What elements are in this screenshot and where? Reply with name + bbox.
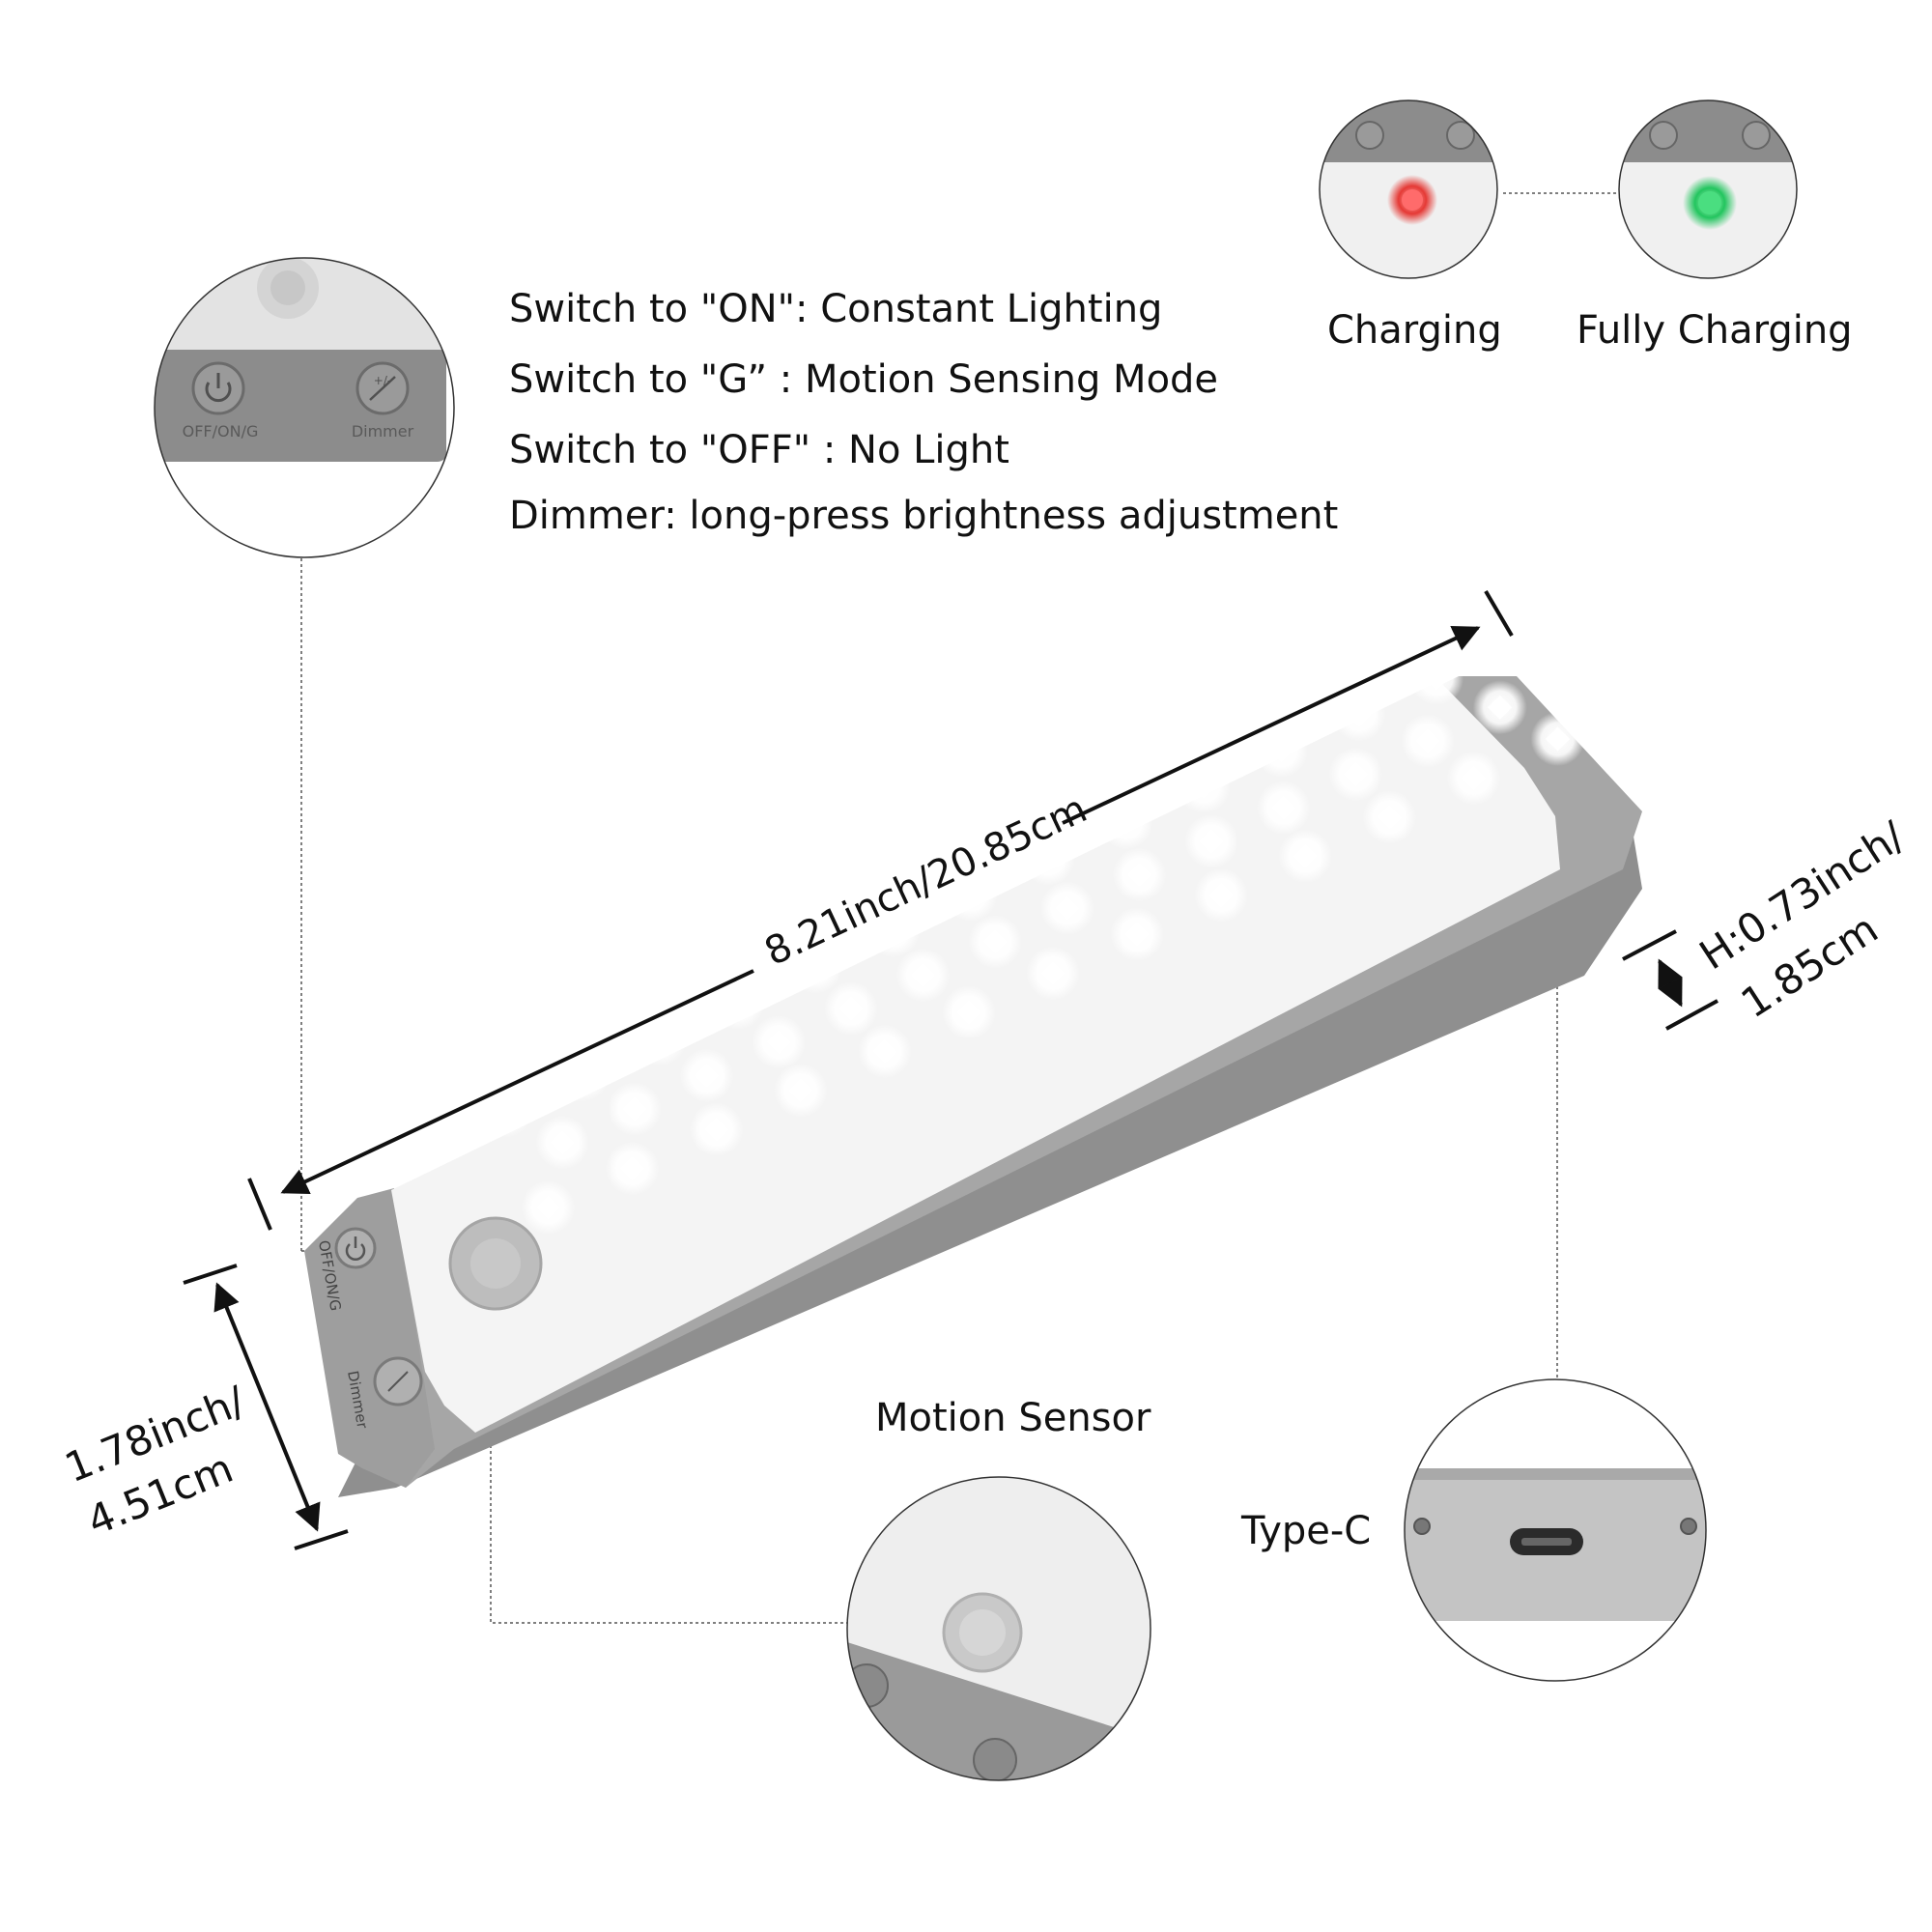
height-dimension	[1622, 929, 1719, 1031]
height-tick-top	[1622, 929, 1677, 961]
sensor-zoom-circle	[846, 1476, 1151, 1781]
length-arrow-right	[1062, 626, 1481, 825]
led-chip	[803, 953, 828, 980]
width-tick-top	[183, 1264, 238, 1285]
typec-label: Type-C	[1241, 1509, 1372, 1553]
bar-dimmer-button	[373, 1356, 423, 1406]
charging-label: Charging	[1327, 308, 1502, 353]
bar-motion-sensor	[448, 1216, 543, 1311]
led-chip	[910, 962, 936, 988]
led-chip	[958, 882, 983, 907]
height-tick-bottom	[1665, 999, 1719, 1031]
length-arrow-left	[280, 969, 754, 1194]
length-tick-left	[247, 1178, 272, 1231]
led-array	[477, 615, 1585, 1235]
full-charge-label: Fully Charging	[1577, 308, 1853, 353]
width-dimension	[183, 1264, 349, 1550]
instruction-on: Switch to "ON": Constant Lighting	[509, 287, 1163, 331]
height-arrow	[1658, 958, 1683, 1008]
zoom-dimmer-symbol: +/-	[374, 374, 391, 387]
led-panel	[391, 681, 1560, 1433]
width-arrow	[213, 1282, 321, 1532]
instruction-off: Switch to "OFF" : No Light	[509, 428, 1009, 472]
charging-zoom-circle	[1319, 99, 1498, 279]
width-tick-bottom	[294, 1529, 349, 1550]
length-tick-right	[1484, 589, 1514, 638]
end-cap-left	[304, 1188, 435, 1488]
typec-zoom-circle	[1404, 1378, 1707, 1682]
zoom-switch-label: OFF/ON/G	[183, 422, 259, 440]
bar-switch-button	[334, 1227, 377, 1269]
full-charge-zoom-circle	[1618, 99, 1798, 279]
zoom-dimmer-label: Dimmer	[352, 422, 414, 440]
switch-zoom-circle: +/- OFF/ON/G Dimmer	[154, 257, 455, 558]
motion-sensor-label: Motion Sensor	[875, 1396, 1151, 1440]
instruction-dimmer: Dimmer: long-press brightness adjustment	[509, 494, 1339, 538]
led-chip	[880, 918, 906, 944]
length-dimension	[247, 589, 1514, 1231]
instruction-g: Switch to "G” : Motion Sensing Mode	[509, 357, 1219, 402]
